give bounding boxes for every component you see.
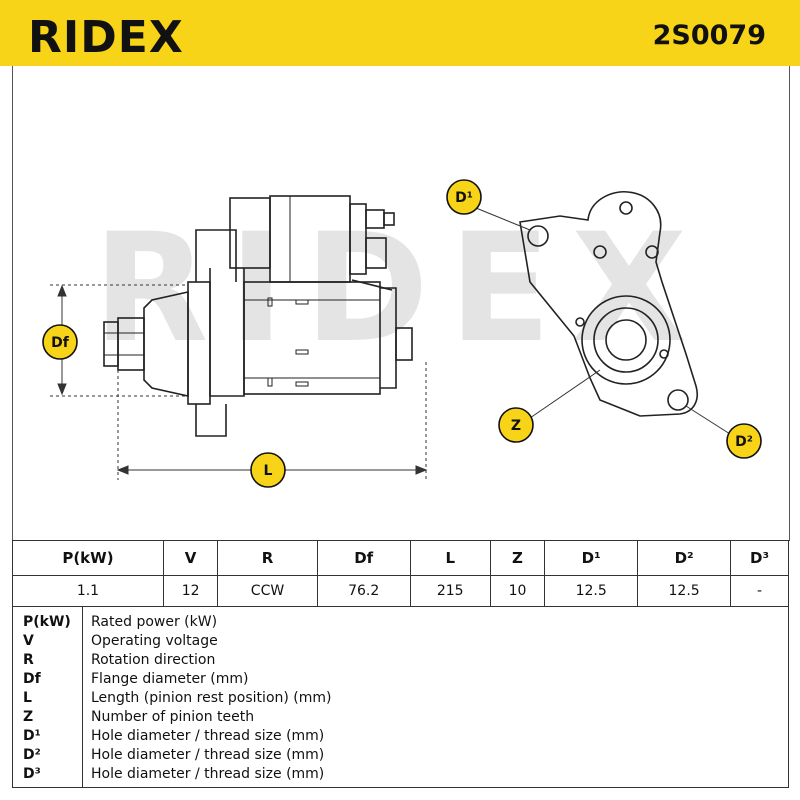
legend-description: Rated power (kW) — [91, 614, 218, 630]
legend-symbol: D¹ — [23, 728, 41, 744]
legend-description: Hole diameter / thread size (mm) — [91, 728, 325, 744]
brand-logo: RIDEX — [28, 12, 184, 63]
col-header-teeth: Z — [489, 540, 546, 576]
value-power: 1.1 — [12, 575, 164, 607]
legend-symbol: V — [23, 633, 34, 649]
legend-description: Hole diameter / thread size (mm) — [91, 766, 325, 782]
legend-description: Flange diameter (mm) — [91, 671, 249, 687]
col-header-d2: D² — [637, 540, 732, 576]
col-header-d3: D³ — [730, 540, 789, 576]
legend-description: Length (pinion rest position) (mm) — [91, 690, 332, 706]
col-header-power: P(kW) — [12, 540, 164, 576]
value-d3: - — [730, 575, 789, 607]
legend-box: P(kW) Rated power (kW) V Operating voltage… — [12, 606, 789, 788]
part-number: 2S0079 — [652, 20, 766, 51]
value-d1: 12.5 — [544, 575, 639, 607]
col-header-d1: D¹ — [544, 540, 639, 576]
d1-badge — [446, 179, 482, 215]
legend-description: Rotation direction — [91, 652, 216, 668]
legend-description: Operating voltage — [91, 633, 218, 649]
specs-value-row: 1.1 12 CCW 76.2 215 10 12.5 12.5 - — [12, 575, 789, 607]
col-header-voltage: V — [162, 540, 219, 576]
value-rotation: CCW — [217, 575, 318, 607]
d2-label: D² — [735, 434, 753, 450]
specs-table: P(kW) V R Df L Z D¹ D² D³ 1.1 12 CCW 76.… — [12, 540, 789, 607]
l-badge — [250, 452, 286, 488]
legend-symbol: Z — [23, 709, 34, 725]
starter-side-view — [103, 195, 413, 437]
watermark-text: RIDEX — [93, 202, 707, 376]
legend-description: Number of pinion teeth — [91, 709, 255, 725]
legend-symbol: R — [23, 652, 34, 668]
legend-symbol: D³ — [23, 766, 41, 782]
starter-drawing: RIDEX — [42, 179, 762, 488]
value-d2: 12.5 — [637, 575, 732, 607]
legend-symbol: D² — [23, 747, 41, 763]
legend-symbol: L — [23, 690, 32, 706]
value-teeth: 10 — [489, 575, 546, 607]
col-header-rotation: R — [217, 540, 318, 576]
df-badge — [42, 324, 78, 360]
header-bar: RIDEX 2S0079 — [0, 0, 800, 66]
d2-badge — [726, 423, 762, 459]
value-df: 76.2 — [316, 575, 411, 607]
df-dimension — [50, 284, 188, 397]
d1-leader — [475, 207, 531, 231]
legend-symbol: Df — [23, 671, 41, 687]
value-length: 215 — [409, 575, 491, 607]
specs-header-row: P(kW) V R Df L Z D¹ D² D³ — [12, 540, 789, 576]
df-label: Df — [51, 335, 70, 351]
value-voltage: 12 — [162, 575, 219, 607]
legend-divider — [82, 606, 83, 787]
legend-symbol: P(kW) — [23, 614, 71, 630]
l-label: L — [264, 463, 273, 479]
starter-front-view — [519, 191, 698, 417]
d2-leader — [685, 405, 731, 435]
col-header-df: Df — [316, 540, 411, 576]
col-header-length: L — [409, 540, 491, 576]
z-badge — [498, 407, 534, 443]
z-label: Z — [511, 418, 521, 434]
legend-description: Hole diameter / thread size (mm) — [91, 747, 325, 763]
z-leader — [529, 369, 601, 419]
d1-label: D¹ — [455, 190, 473, 206]
